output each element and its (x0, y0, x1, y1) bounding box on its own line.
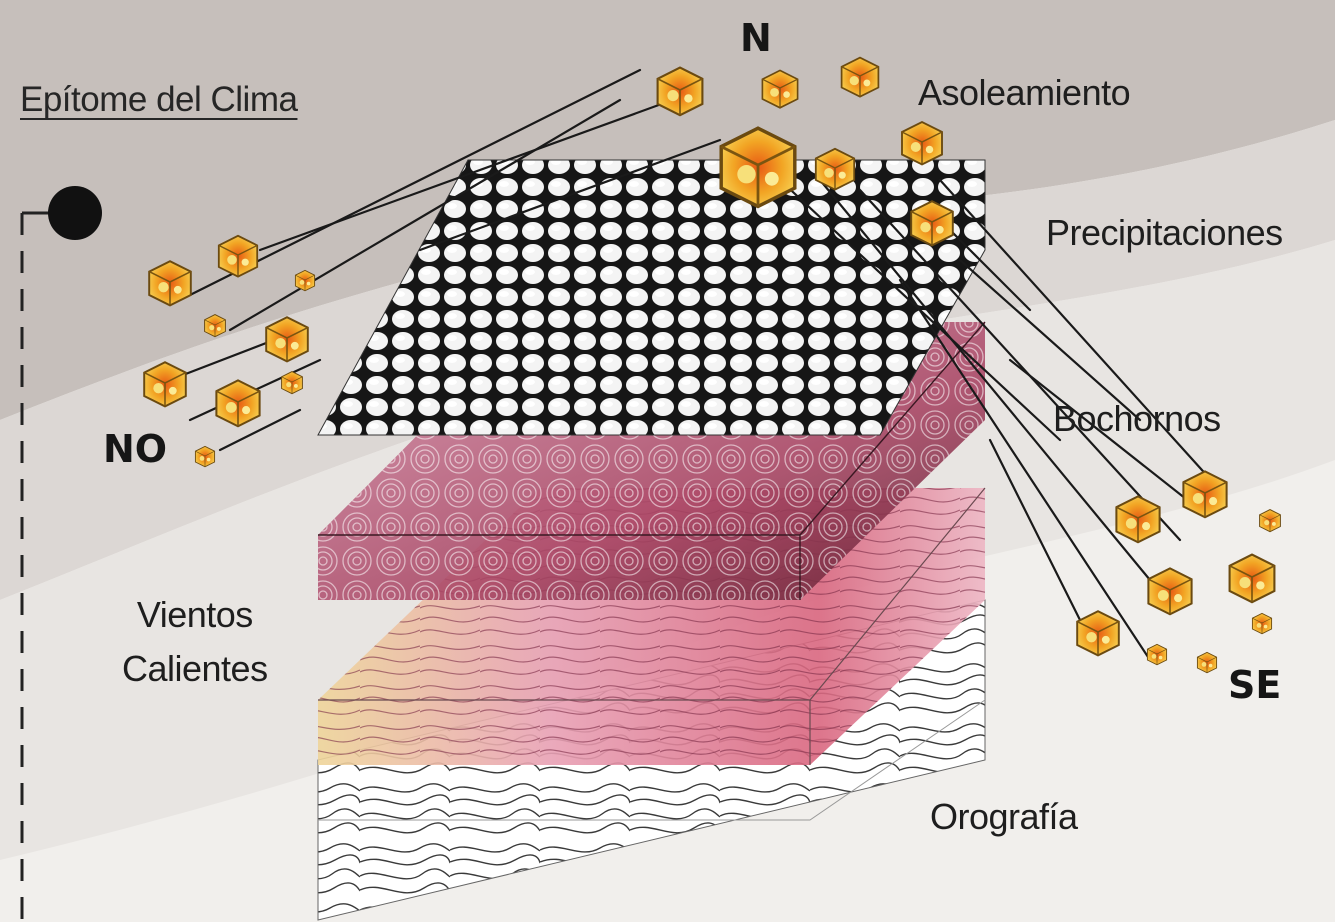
label-bochornos: Bochornos (1053, 398, 1221, 440)
label-asoleamiento: Asoleamiento (918, 72, 1130, 114)
label-precipitaciones: Precipitaciones (1046, 212, 1283, 254)
direction-northwest: NO (103, 427, 167, 471)
marker-dot-icon (48, 186, 102, 240)
diagram-title: Epítome del Clima (20, 80, 297, 120)
direction-southeast: SE (1228, 663, 1281, 707)
direction-north: N (740, 16, 772, 60)
label-orografia: Orografía (930, 796, 1078, 838)
label-vientos-calientes: Vientos Calientes (122, 588, 268, 696)
